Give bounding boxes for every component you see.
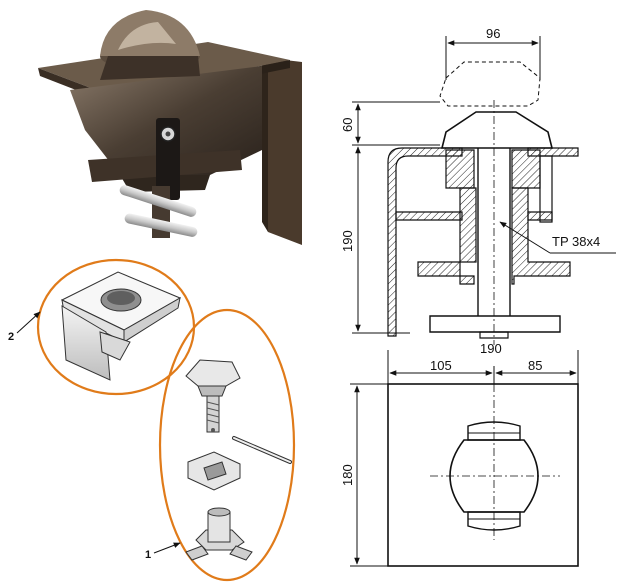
plan-plate	[387, 383, 579, 567]
components-sketch: 1	[145, 308, 296, 582]
assembled-lock-photo	[38, 10, 302, 245]
dim-label-105: 105	[430, 358, 452, 373]
fitting-sketch: 2	[8, 258, 196, 396]
dim-label-96: 96	[486, 26, 500, 41]
callout-leader-1	[153, 542, 181, 554]
section-view-drawing	[352, 36, 616, 345]
dim-label-180: 180	[340, 464, 355, 486]
dim-label-190-vertical: 190	[340, 230, 355, 252]
thread-label: TP 38x4	[552, 234, 600, 249]
callout-circle-1	[158, 308, 296, 582]
dim-label-85: 85	[528, 358, 542, 373]
callout-label-1: 1	[145, 549, 151, 561]
plan-view-drawing	[350, 350, 579, 567]
dim-label-190-horizontal: 190	[480, 341, 502, 356]
callout-leader-2	[16, 311, 41, 334]
dim-label-60: 60	[340, 118, 355, 132]
callout-label-2: 2	[8, 331, 14, 343]
